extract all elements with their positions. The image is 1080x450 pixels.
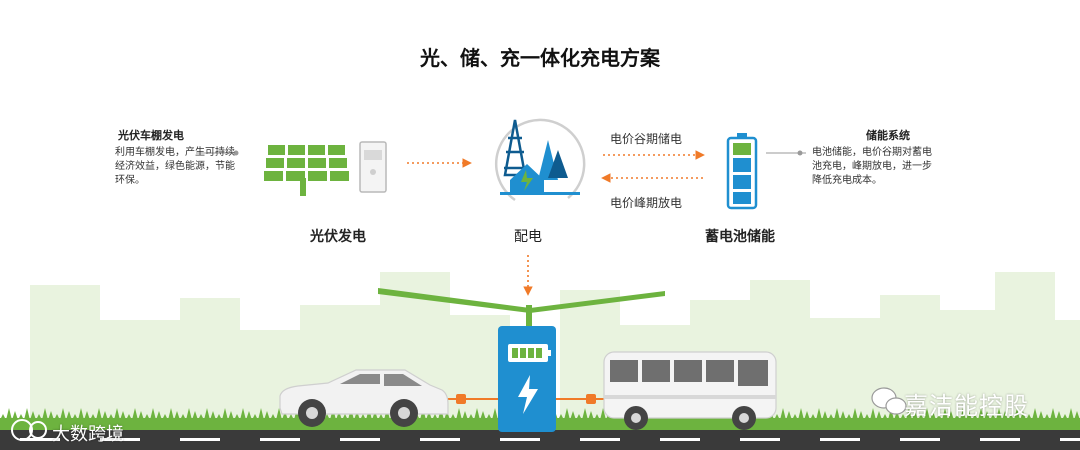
storage-description: 电池储能，电价谷期对蓄电池充电，峰期放电，进一步降低充电成本。 <box>812 147 932 186</box>
pv-label: 光伏发电 <box>310 229 366 245</box>
plug-car <box>456 394 466 404</box>
wechat-icon <box>871 387 907 415</box>
watermark-logo <box>11 419 47 441</box>
storage-callout-dot <box>797 150 803 156</box>
car-icon <box>279 369 449 427</box>
valley-charge-label: 电价谷期储电 <box>610 132 683 146</box>
grid-tower-icon <box>494 118 586 202</box>
pv-description: 利用车棚发电，产生可持续经济效益，绿色能源，节能环保。 <box>115 147 235 186</box>
canopy <box>378 288 665 313</box>
plug-bus <box>586 394 596 404</box>
battery-icon <box>726 133 758 210</box>
bus-icon <box>603 351 777 430</box>
storage-label: 蓄电池储能 <box>705 229 775 245</box>
pv-heading: 光伏车棚发电 <box>118 129 184 142</box>
pv-callout-dot <box>233 150 239 156</box>
canopy-post <box>526 305 532 327</box>
charging-station-icon <box>498 326 556 432</box>
inverter-icon <box>359 141 387 193</box>
road <box>0 430 1080 450</box>
storage-heading: 储能系统 <box>866 129 910 142</box>
brand-name: 嘉洁能控股 <box>904 392 1029 420</box>
solar-panel-icon <box>264 145 349 196</box>
peak-discharge-label: 电价峰期放电 <box>610 196 683 210</box>
grid-label: 配电 <box>514 229 542 245</box>
diagram-title: 光、储、充一体化充电方案 <box>420 46 660 70</box>
lightning-bolt-icon <box>518 375 538 414</box>
watermark-text: 大数跨境 <box>52 424 124 445</box>
